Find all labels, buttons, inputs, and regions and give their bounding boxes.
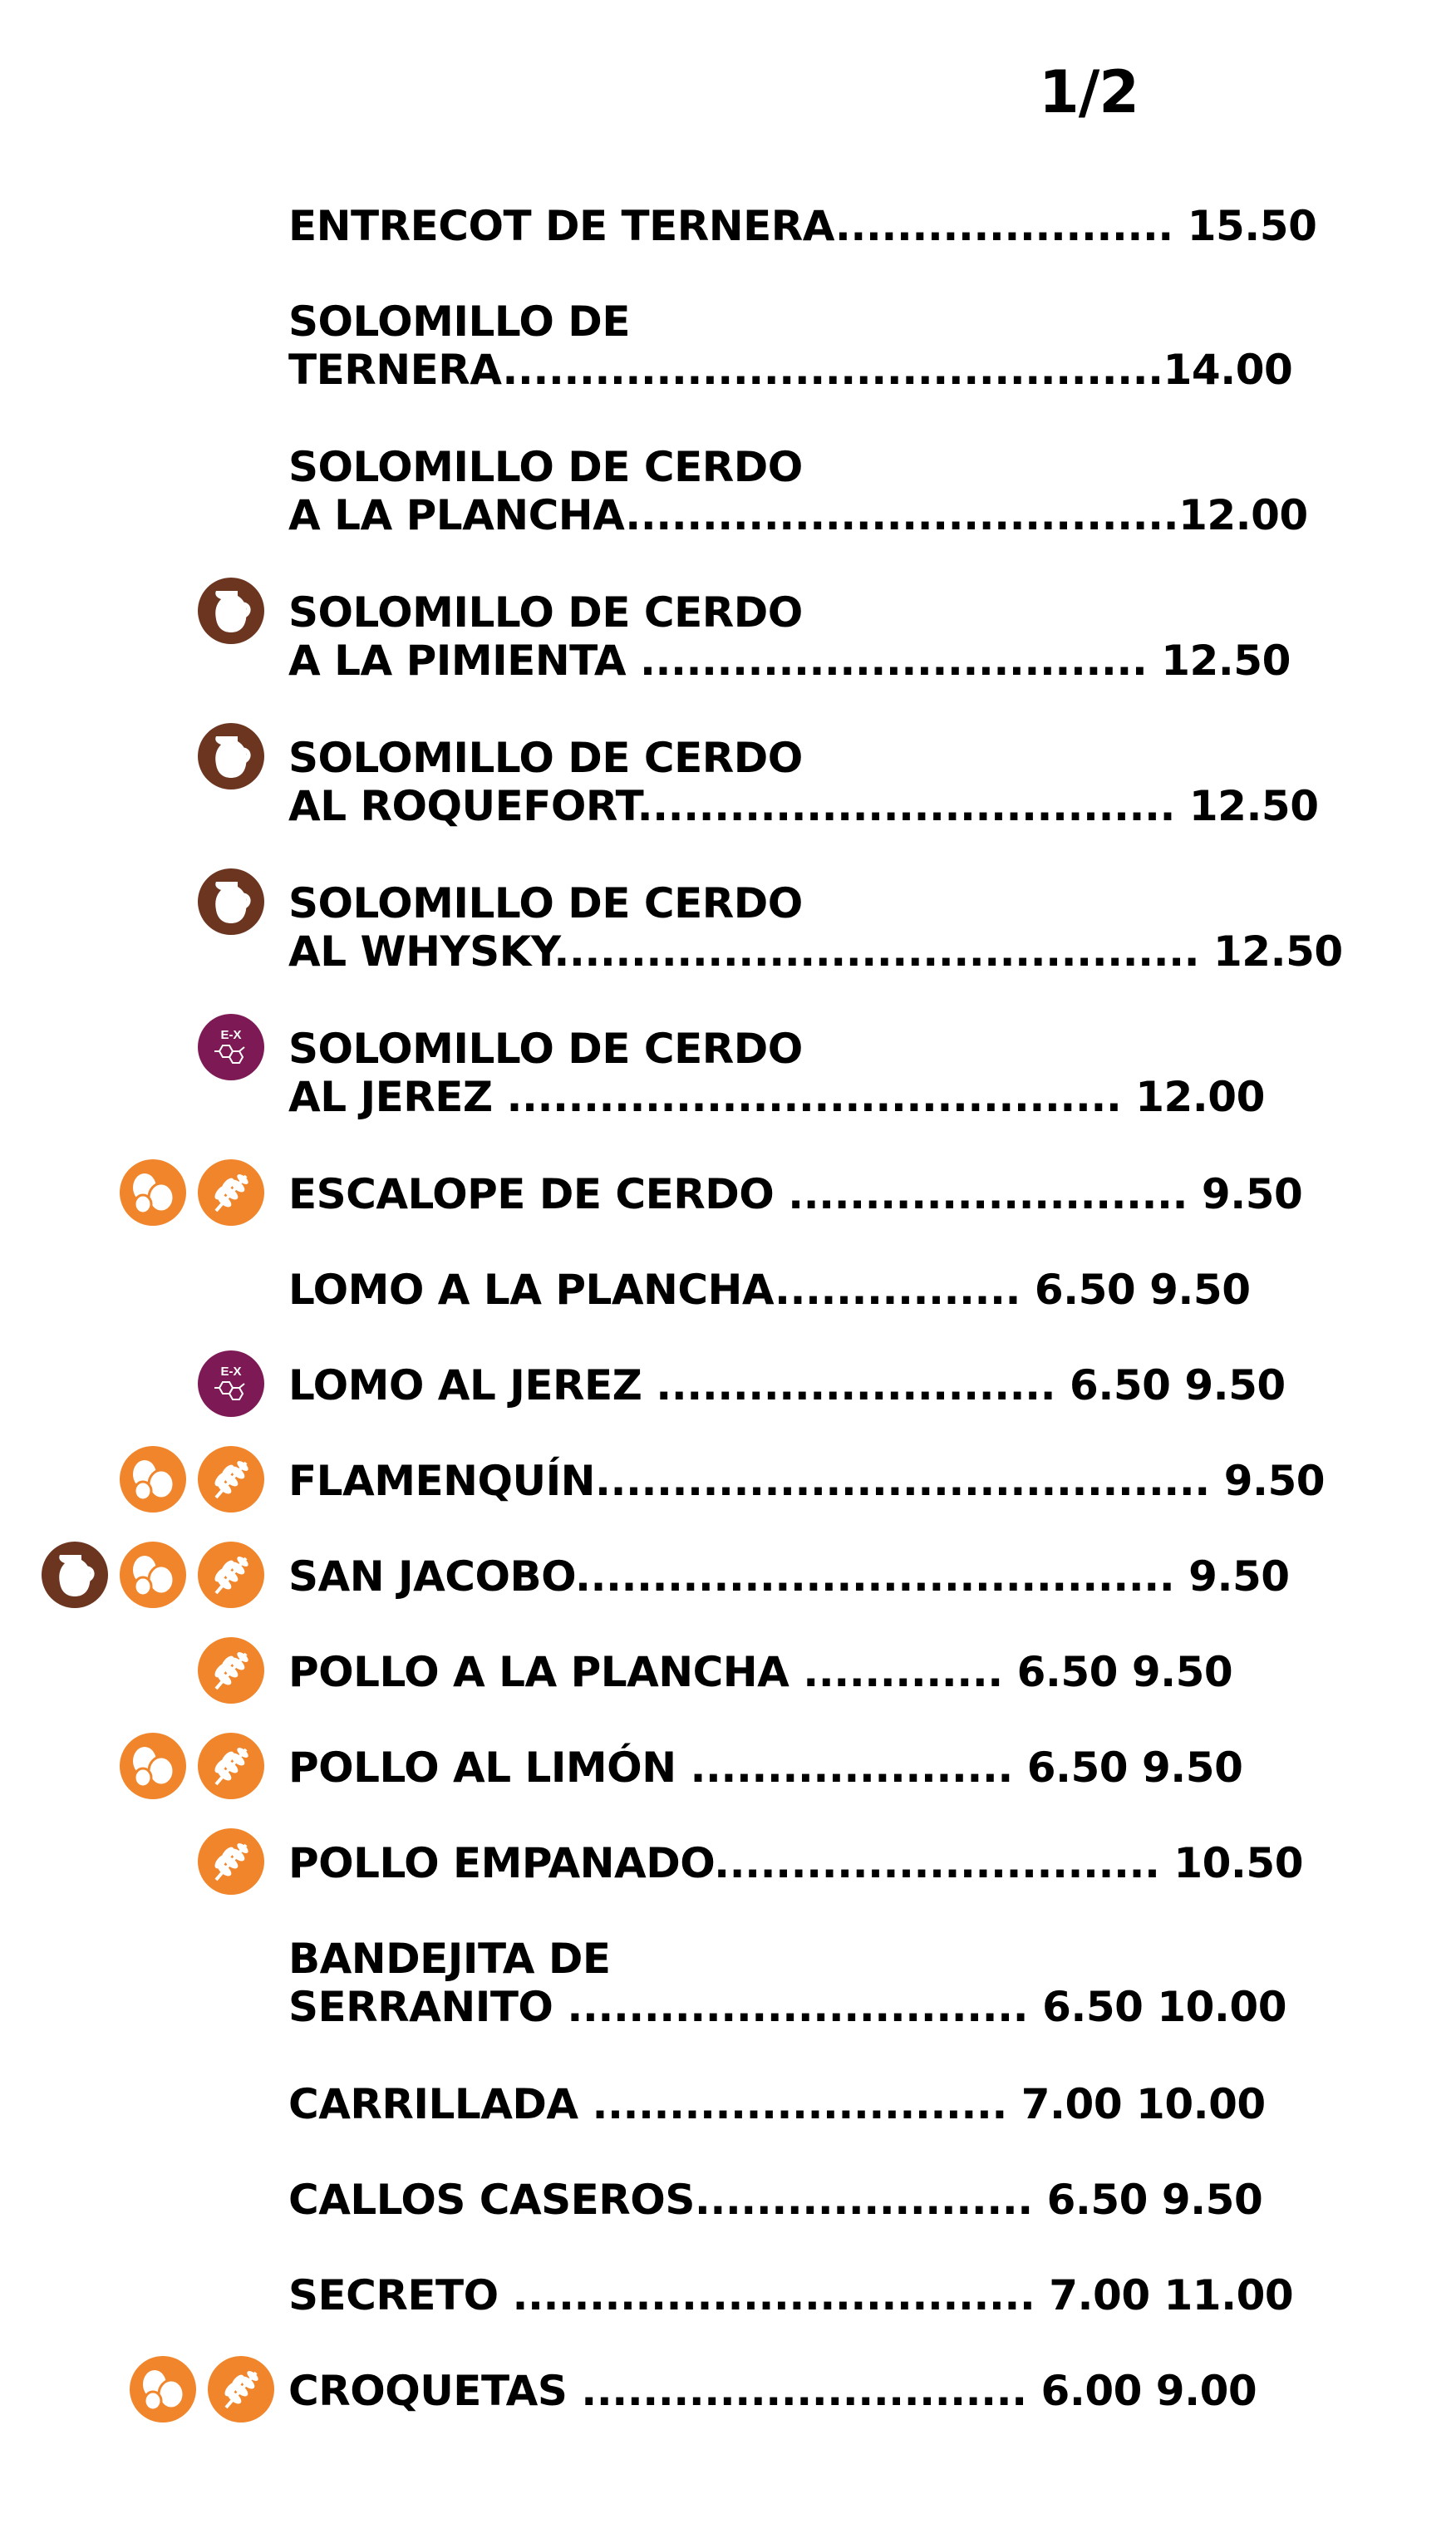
menu-item-price-line: LOMO AL JEREZ ..........................…: [288, 1361, 1286, 1409]
menu-item-price-line: SECRETO ................................…: [288, 2271, 1294, 2319]
menu-item-price-line: CARRILLADA ........................... 7…: [288, 2080, 1266, 2128]
gluten-icon: [198, 1828, 264, 1895]
jug-icon: [198, 868, 264, 935]
menu-item-price-line: A LA PLANCHA............................…: [288, 491, 1308, 539]
gluten-icon: [198, 1637, 264, 1704]
jug-icon: [198, 578, 264, 644]
menu-item-price-line: POLLO EMPANADO..........................…: [288, 1839, 1304, 1887]
jug-icon: [198, 723, 264, 789]
menu-item-name-line: BANDEJITA DE: [288, 1935, 611, 1983]
gluten-icon: [198, 1542, 264, 1608]
menu-item-price-line: TERNERA.................................…: [288, 346, 1293, 394]
additive-label: E-X: [220, 1365, 241, 1379]
menu-item-price-line: CALLOS CASEROS...................... 6.5…: [288, 2176, 1263, 2224]
menu-item-price-line: FLAMENQUÍN..............................…: [288, 1457, 1326, 1505]
menu-item-name-line: SOLOMILLO DE CERDO: [288, 588, 803, 637]
menu-item-price-line: AL ROQUEFORT............................…: [288, 782, 1319, 830]
menu-item-name-line: SOLOMILLO DE CERDO: [288, 734, 803, 782]
gluten-icon: [198, 1733, 264, 1799]
additive-icon: E-X: [198, 1350, 264, 1417]
menu-item-price-line: LOMO A LA PLANCHA................ 6.50 9…: [288, 1266, 1251, 1314]
egg-icon: [120, 1446, 186, 1513]
gluten-icon: [198, 1446, 264, 1513]
menu-item-name-line: SOLOMILLO DE: [288, 298, 630, 346]
jug-icon: [42, 1542, 108, 1608]
additive-icon: E-X: [198, 1014, 264, 1080]
menu-item-price-line: SERRANITO ..............................…: [288, 1983, 1287, 2031]
egg-icon: [120, 1542, 186, 1608]
menu-item-name-line: SOLOMILLO DE CERDO: [288, 443, 803, 491]
menu-item-price-line: ESCALOPE DE CERDO ......................…: [288, 1170, 1303, 1218]
egg-icon: [120, 1159, 186, 1226]
egg-icon: [120, 1733, 186, 1799]
menu-item-name-line: SOLOMILLO DE CERDO: [288, 1025, 803, 1073]
menu-item-price-line: ENTRECOT DE TERNERA.....................…: [288, 202, 1317, 250]
gluten-icon: [198, 1159, 264, 1226]
menu-item-price-line: SAN JACOBO..............................…: [288, 1552, 1290, 1601]
menu-item-price-line: AL JEREZ ...............................…: [288, 1073, 1265, 1121]
menu-item-name-line: SOLOMILLO DE CERDO: [288, 879, 803, 927]
page-number: 1/2: [1039, 58, 1139, 126]
menu-item-price-line: AL WHYSKY...............................…: [288, 927, 1343, 976]
menu-item-price-line: CROQUETAS ............................. …: [288, 2367, 1257, 2415]
menu-item-price-line: A LA PIMIENTA ..........................…: [288, 637, 1291, 685]
additive-label: E-X: [220, 1028, 241, 1042]
gluten-icon: [208, 2356, 274, 2422]
menu-item-price-line: POLLO AL LIMÓN ..................... 6.5…: [288, 1744, 1243, 1792]
menu-item-price-line: POLLO A LA PLANCHA ............. 6.50 9.…: [288, 1648, 1233, 1696]
egg-icon: [130, 2356, 196, 2422]
